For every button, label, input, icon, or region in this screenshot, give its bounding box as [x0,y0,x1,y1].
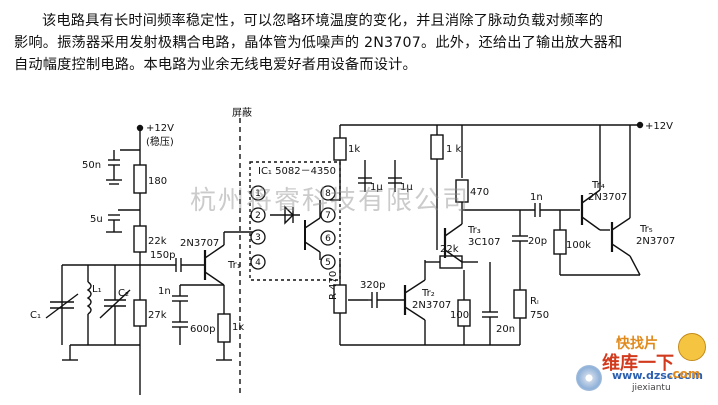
label-r470: R 470 [328,271,339,300]
logo-subtext: jiexiantu [632,383,671,393]
ic-pin-2 [250,207,266,223]
label-1u-b: 1μ [400,182,413,193]
label-180: 180 [148,176,167,187]
resistor-1k-right [430,134,444,160]
label-600p: 600p [190,324,215,335]
label-150p: 150p [150,250,175,261]
resistor-22k-feedback [439,255,463,269]
label-q5-type: 2N3707 [636,236,675,247]
inductor-l1 [86,281,92,315]
label-27k: 27k [148,310,167,321]
shield-label: 屏蔽 [232,107,252,119]
resistor-1k-emitter [217,313,231,343]
label-c2: C₂ [118,288,129,299]
logo-line: 快找片 [616,336,658,352]
label-c1: C₁ [30,310,41,321]
label-q4-name: Tr₄ [591,180,605,191]
logo-suffix: .com [668,367,701,381]
supply-right-label: +12V [645,121,673,132]
ic-pin-label: 3 [255,233,261,243]
label-1k-right: 1 k [446,144,462,155]
label-1n-a: 1n [158,286,171,297]
resistor-27k [133,299,147,327]
ic-pin-3 [250,229,266,245]
ic-pin-4 [250,254,266,270]
description-line: 影响。振荡器采用发射极耦合电路，晶体管为低噪声的 2N3707。此外，还给出了输… [14,35,623,51]
site-logo[interactable]: 快找片 维库一下 www.dzsc.com jiexiantu .com [572,331,712,401]
ic-pin-label: 1 [255,189,261,199]
disc-icon [576,365,602,391]
logo-url: www.dzsc.com [612,369,704,382]
resistor-470 [455,179,469,203]
label-q4-type: 2N3707 [588,192,627,203]
description-line: 该电路具有长时间频率稳定性，可以忽略环境温度的变化，并且消除了脉动负载对频率的 [42,13,604,29]
label-100k: 100k [566,240,591,251]
label-1k-emitter: 1k [232,322,244,333]
label-rl: Rₗ [530,296,539,307]
label-q2-type: 2N3707 [412,300,451,311]
ic-5082-4350 [249,161,341,281]
ic-pin-6 [320,230,336,246]
label-l1: L₁ [92,284,102,295]
label-q3-name: Tr₃ [467,225,481,236]
label-q5-name: Tr₅ [639,224,653,235]
label-1n-b: 1n [530,192,543,203]
resistor-22k-bias [133,225,147,253]
ic-label: IC₁ 5082－4350 [258,166,336,177]
ic-pin-1 [250,185,266,201]
ic-diode [284,205,294,225]
supply-left-note: (稳压) [146,135,174,148]
ic-pin-label: 8 [325,189,331,199]
ic-pin-label: 5 [325,258,331,268]
resistor-180 [133,164,147,194]
ic-pin-label: 2 [255,211,261,221]
label-20n: 20n [496,324,515,335]
ic-pin-label: 4 [255,258,261,268]
label-22k: 22k [148,236,167,247]
label-20p: 20p [528,236,547,247]
supply-left-label: +12V [146,123,174,134]
label-q1-name: Tr₁ [227,260,241,271]
description-text: 该电路具有长时间频率稳定性，可以忽略环境温度的变化，并且消除了脉动负载对频率的 … [14,10,706,76]
resistor-100k [553,229,567,255]
smiley-icon [678,333,706,361]
label-22k-feedback: 22k [440,244,459,255]
label-q1-type: 2N3707 [180,238,219,249]
ic-pin-5 [320,254,336,270]
ic-pin-8 [320,185,336,201]
label-320p: 320p [360,280,385,291]
ic-pin-label: 6 [325,234,331,244]
label-1u-a: 1μ [370,182,383,193]
resistor-rl [513,289,527,319]
resistor-1k-top [333,137,347,161]
label-q2-name: Tr₂ [421,288,435,299]
label-rl-value: 750 [530,310,549,321]
logo-line: 维库一下 [602,353,674,374]
label-q3-type: 3C107 [468,237,500,248]
label-1k-top: 1k [348,144,360,155]
ic-pin-label: 7 [325,211,331,221]
label-470: 470 [470,187,489,198]
watermark-text: 杭州将睿科技有限公司 [190,186,471,216]
label-100: 100 [450,310,469,321]
label-5u: 5u [90,214,103,225]
label-50n: 50n [82,160,101,171]
description-line: 自动幅度控制电路。本电路为业余无线电爱好者用设备而设计。 [14,57,417,73]
ic-pin-7 [320,207,336,223]
